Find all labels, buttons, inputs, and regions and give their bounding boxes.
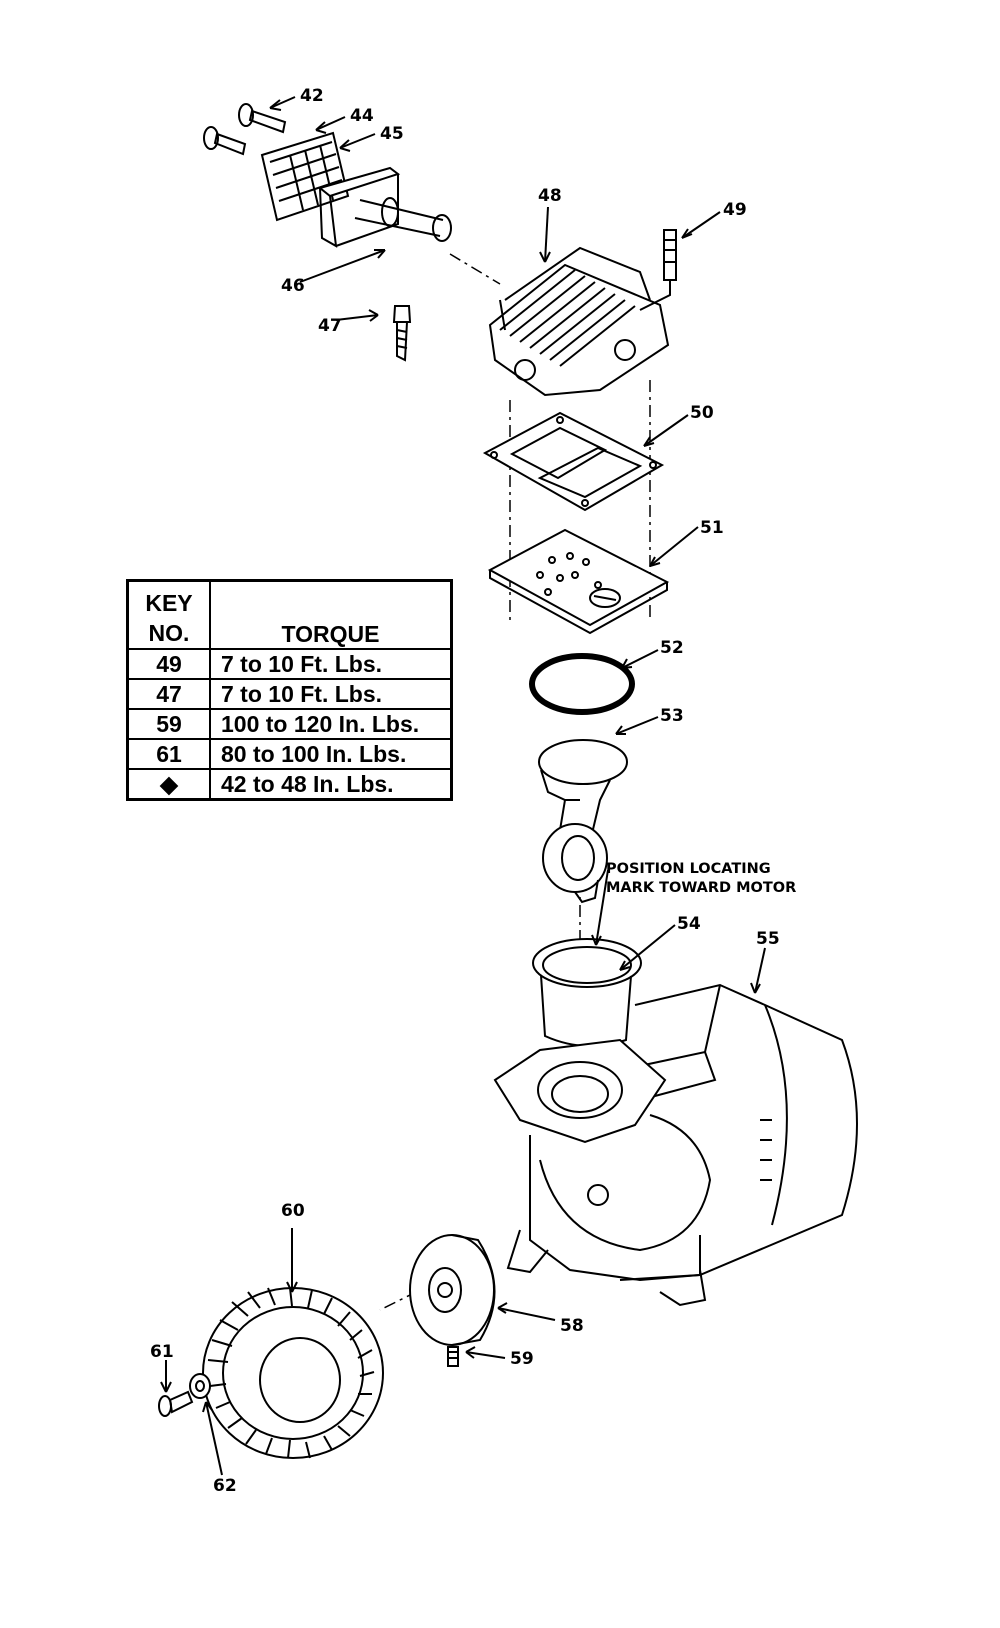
table-row: 59 100 to 120 In. Lbs. <box>126 708 453 740</box>
callout-61: 61 <box>150 1342 174 1362</box>
callout-54: 54 <box>677 914 701 934</box>
key-header-line-2: NO. <box>148 620 190 646</box>
filter-element <box>260 131 350 222</box>
o-ring <box>529 653 635 715</box>
valve-fitting <box>639 229 677 311</box>
fan-screw <box>158 1390 194 1417</box>
torque-table-header: KEY NO. TORQUE <box>126 579 453 650</box>
callout-52: 52 <box>660 638 684 658</box>
callout-48: 48 <box>538 186 562 206</box>
callout-49: 49 <box>723 200 747 220</box>
filter-housing <box>317 166 452 248</box>
callout-44: 44 <box>350 106 374 126</box>
callout-46: 46 <box>281 276 305 296</box>
callout-45: 45 <box>380 124 404 144</box>
diamond-key-cell: ◆ <box>126 768 211 801</box>
callout-55: 55 <box>756 929 780 949</box>
torque-cell: 80 to 100 In. Lbs. <box>209 738 453 770</box>
table-row: 47 7 to 10 Ft. Lbs. <box>126 678 453 710</box>
key-header-line-1: KEY <box>145 590 193 616</box>
callout-50: 50 <box>690 403 714 423</box>
head-gasket <box>482 411 665 512</box>
cylinder-sleeve <box>532 938 642 1048</box>
callout-42: 42 <box>300 86 324 106</box>
callout-58: 58 <box>560 1316 584 1336</box>
key-cell: 61 <box>126 738 211 770</box>
key-no-header: KEY NO. <box>126 579 211 650</box>
torque-header: TORQUE <box>209 579 453 650</box>
key-cell: 47 <box>126 678 211 710</box>
callout-53: 53 <box>660 706 684 726</box>
fan-washer <box>189 1373 211 1399</box>
callout-60: 60 <box>281 1201 305 1221</box>
note-line-1: POSITION LOCATING <box>606 861 771 877</box>
piston-rod <box>538 739 628 904</box>
callout-62: 62 <box>213 1476 237 1496</box>
callout-59: 59 <box>510 1349 534 1369</box>
torque-cell: 7 to 10 Ft. Lbs. <box>209 648 453 680</box>
table-row: 61 80 to 100 In. Lbs. <box>126 738 453 770</box>
torque-table: KEY NO. TORQUE 49 7 to 10 Ft. Lbs. 47 7 … <box>126 579 453 801</box>
torque-cell: 42 to 48 In. Lbs. <box>209 768 453 801</box>
cylinder-head <box>488 246 670 397</box>
motor <box>493 983 858 1307</box>
note-line-2: MARK TOWARD MOTOR <box>606 880 797 896</box>
hub <box>409 1234 496 1346</box>
valve-plate <box>487 528 670 635</box>
leader-lines <box>160 96 766 1476</box>
key-cell: 59 <box>126 708 211 740</box>
set-screw <box>447 1346 459 1367</box>
intake-bolts <box>203 103 287 156</box>
blower-wheel <box>202 1287 384 1459</box>
table-row: 49 7 to 10 Ft. Lbs. <box>126 648 453 680</box>
key-cell: 49 <box>126 648 211 680</box>
position-note: POSITION LOCATING MARK TOWARD MOTOR <box>606 860 796 898</box>
callout-51: 51 <box>700 518 724 538</box>
table-row: ◆ 42 to 48 In. Lbs. <box>126 768 453 801</box>
head-bolt <box>392 305 412 362</box>
callout-47: 47 <box>318 316 342 336</box>
torque-cell: 100 to 120 In. Lbs. <box>209 708 453 740</box>
torque-cell: 7 to 10 Ft. Lbs. <box>209 678 453 710</box>
